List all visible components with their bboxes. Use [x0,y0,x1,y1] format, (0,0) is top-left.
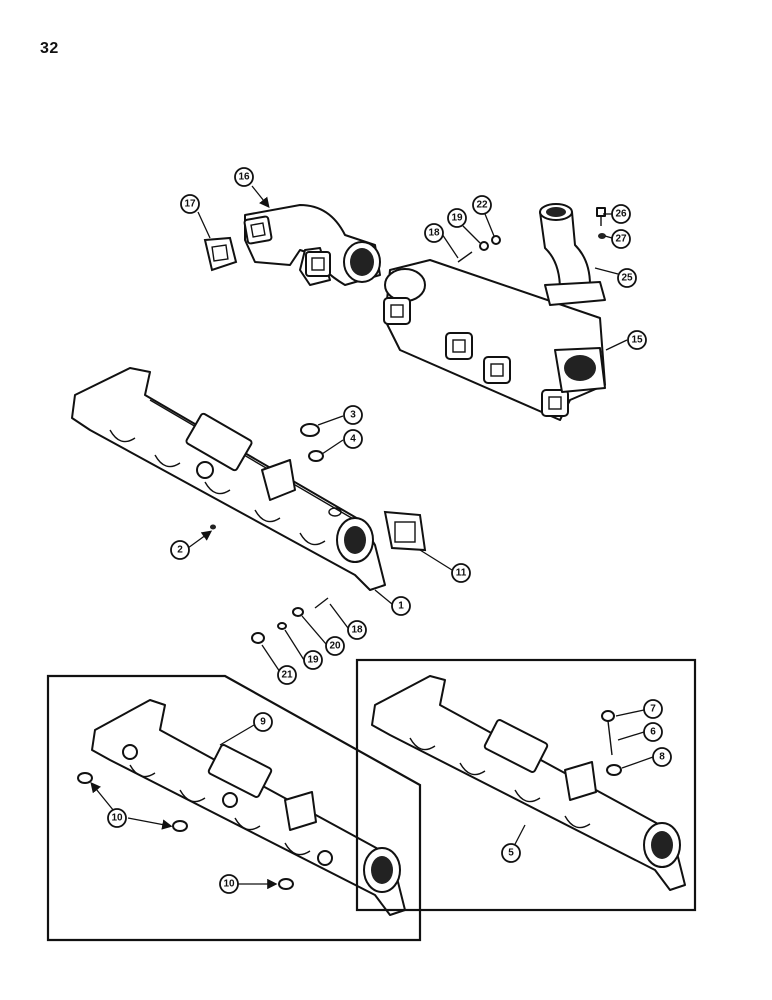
svg-text:5: 5 [508,848,514,859]
svg-text:15: 15 [631,335,643,346]
svg-text:3: 3 [350,410,356,421]
svg-text:20: 20 [329,641,341,652]
plug-10-part [77,772,294,890]
main-exhaust-manifold-part [71,367,386,591]
callout-19-upper: 19 [447,208,467,228]
callout-18-upper: 18 [424,223,444,243]
callout-25: 25 [617,268,637,288]
callout-22: 22 [472,195,492,215]
svg-text:11: 11 [456,568,467,579]
elbow-pipe-part [243,204,381,286]
svg-text:1: 1 [398,601,404,612]
svg-text:10: 10 [111,813,123,824]
callout-5: 5 [501,843,521,863]
callout-27: 27 [611,229,631,249]
callout-4: 4 [343,429,363,449]
svg-text:10: 10 [223,879,235,890]
callout-20: 20 [325,636,345,656]
riser-pipe-part [539,203,606,306]
svg-text:6: 6 [650,727,656,738]
upper-exhaust-manifold-part [383,259,606,421]
alt-manifold-left-part [91,699,406,916]
page-number: 32 [40,40,59,57]
sensor-part [601,710,622,776]
lower-hardware [251,597,329,644]
callout-16: 16 [234,167,254,187]
svg-text:2: 2 [177,545,183,556]
callout-10-a: 10 [107,808,127,828]
svg-text:18: 18 [351,625,363,636]
svg-text:18: 18 [428,228,440,239]
callout-6: 6 [643,722,663,742]
callout-10-b: 10 [219,874,239,894]
gasket-small-part [203,236,238,272]
callout-26: 26 [611,204,631,224]
svg-text:19: 19 [307,655,319,666]
svg-text:21: 21 [281,670,293,681]
callout-3: 3 [343,405,363,425]
svg-text:25: 25 [621,273,633,284]
callout-11: 11 [451,563,471,583]
callout-19-lower: 19 [303,650,323,670]
svg-text:26: 26 [615,209,627,220]
inset-frame-right [355,658,697,912]
upper-hardware [457,207,606,263]
callout-15: 15 [627,330,647,350]
callout-1: 1 [391,596,411,616]
callout-7: 7 [643,699,663,719]
svg-text:16: 16 [238,172,250,183]
leader-lines [90,185,654,890]
callout-18-lower: 18 [347,620,367,640]
gasket-large-part [383,510,427,552]
svg-text:19: 19 [451,213,463,224]
alt-manifold-right-part [371,675,686,891]
svg-text:17: 17 [184,199,196,210]
svg-text:8: 8 [659,752,665,763]
svg-text:27: 27 [615,234,627,245]
callout-21: 21 [277,665,297,685]
svg-text:4: 4 [350,434,356,445]
svg-text:7: 7 [650,704,656,715]
inset-frame-left [46,674,422,942]
plug-part [210,423,324,530]
callout-8: 8 [652,747,672,767]
svg-text:22: 22 [476,200,488,211]
callout-17: 17 [180,194,200,214]
callout-9: 9 [253,712,273,732]
svg-text:9: 9 [260,717,266,728]
callout-2: 2 [170,540,190,560]
